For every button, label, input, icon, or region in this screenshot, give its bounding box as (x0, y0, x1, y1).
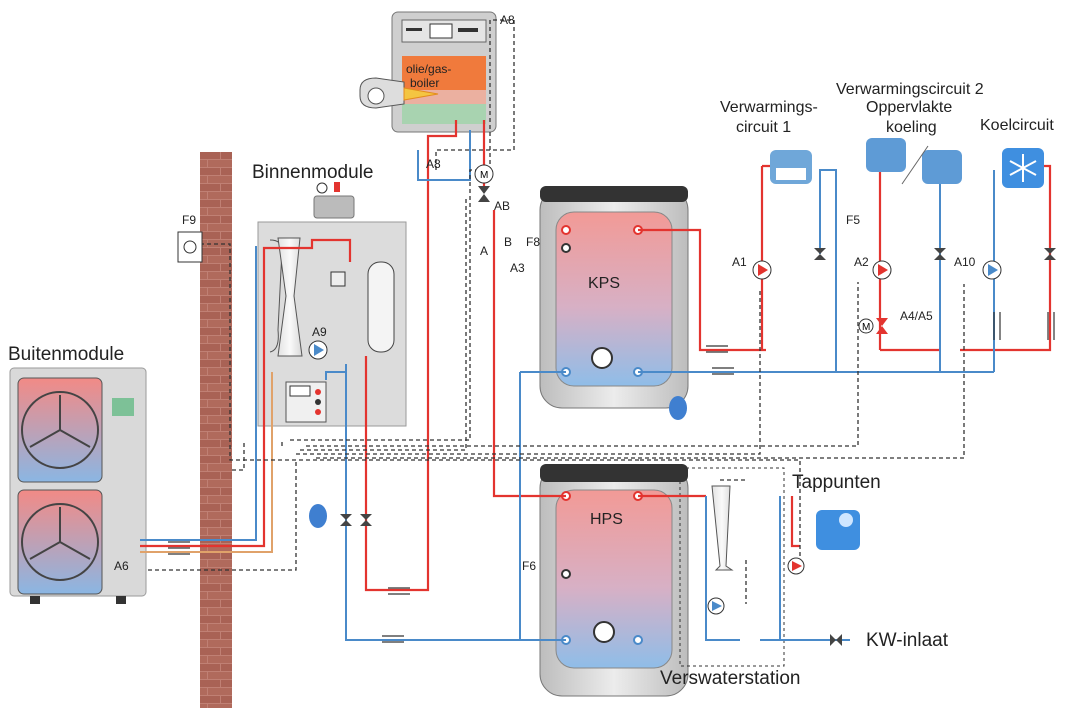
floor-cooling-icon (866, 138, 962, 185)
label-koelcircuit: Koelcircuit (980, 117, 1054, 134)
brick-wall (200, 152, 232, 708)
label-a8-top: A8 (500, 13, 515, 27)
label-a2: A2 (854, 255, 869, 269)
label-a3: A3 (510, 261, 525, 275)
control-lines (146, 19, 965, 604)
f9-sensor-dot (183, 240, 197, 254)
label-kps: KPS (588, 275, 620, 292)
label-buitenmodule: Buitenmodule (8, 344, 124, 365)
label-vc2: Verwarmingscircuit 2 (836, 81, 984, 98)
warm-pipe (140, 372, 273, 553)
radiator-icon (770, 150, 812, 184)
valve-icons (340, 186, 1056, 646)
label-b: B (504, 235, 512, 249)
label-f5: F5 (846, 213, 860, 227)
label-hps: HPS (590, 511, 623, 528)
label-a: A (480, 244, 488, 258)
label-a6: A6 (114, 559, 129, 573)
indoor-unit (257, 182, 407, 427)
label-f6: F6 (522, 559, 536, 573)
label-a10: A10 (954, 255, 976, 269)
oil-gas-boiler (359, 11, 497, 133)
insulation-marks (168, 312, 1055, 643)
snowflake-icon (1002, 148, 1044, 188)
fresh-water-station-frame (679, 467, 785, 667)
label-f9: F9 (182, 213, 196, 227)
pump-icons: M M (308, 164, 1002, 615)
boiler-label-1: olie/gas- (406, 62, 451, 76)
label-verswaterstation: Verswaterstation (660, 668, 800, 689)
label-binnenmodule: Binnenmodule (252, 162, 373, 183)
label-ok-line1: Oppervlakte (866, 99, 952, 116)
label-ab: AB (494, 199, 510, 213)
label-a4a5: A4/A5 (900, 309, 933, 323)
label-ok-line2: koeling (886, 119, 937, 136)
label-a9: A9 (312, 325, 327, 339)
label-kw-inlaat: KW-inlaat (866, 630, 949, 651)
label-vc1-line1: Verwarmings- (720, 99, 818, 116)
fresh-water-exchanger (711, 485, 734, 571)
svg-text:M: M (862, 322, 870, 333)
expansion-vessel-icons (309, 396, 687, 528)
label-tappunten: Tappunten (792, 472, 881, 493)
label-vc1-line2: circuit 1 (736, 119, 791, 136)
svg-text:M: M (480, 170, 488, 181)
kps-tank (539, 186, 689, 409)
hps-tank (539, 464, 689, 697)
label-a1: A1 (732, 255, 747, 269)
outdoor-unit (9, 367, 147, 604)
cold-pipes (140, 130, 995, 641)
label-a8-mixer: A8 (426, 157, 441, 171)
shower-icon (816, 510, 860, 550)
boiler-label-2: boiler (410, 76, 439, 90)
label-f8: F8 (526, 235, 540, 249)
